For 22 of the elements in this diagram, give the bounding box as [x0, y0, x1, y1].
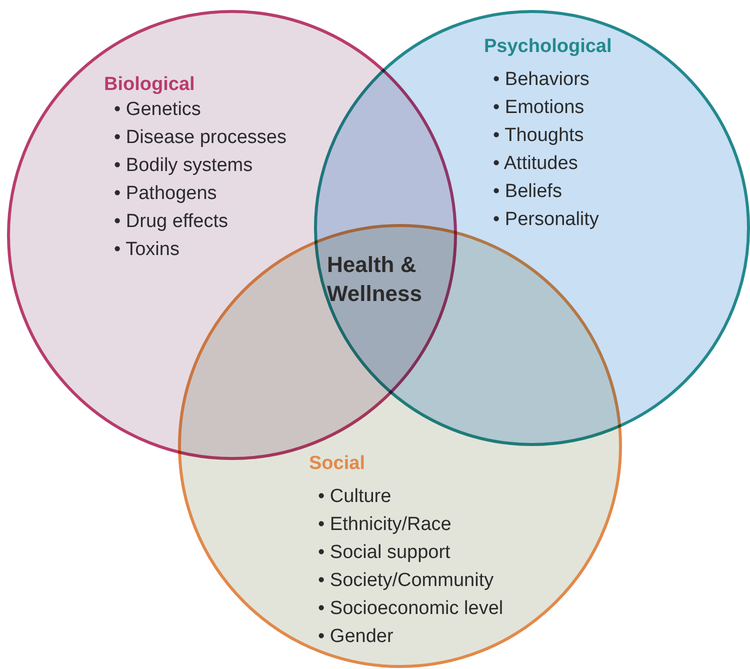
center-label: Health & Wellness	[327, 251, 423, 308]
list-item: • Bodily systems	[114, 154, 254, 178]
list-item: • Culture	[318, 485, 392, 509]
list-item: • Disease processes	[114, 126, 286, 150]
list-item: • Toxins	[114, 238, 180, 262]
list-item: • Thoughts	[493, 124, 585, 148]
list-item: • Emotions	[493, 96, 586, 120]
list-item: • Drug effects	[114, 210, 230, 234]
category-heading: Biological	[104, 74, 195, 96]
list-item: • Ethnicity/Race	[318, 513, 452, 537]
list-item: • Behaviors	[493, 68, 590, 92]
category-heading: Social	[309, 453, 365, 475]
list-item: • Socioeconomic level	[318, 597, 504, 621]
list-item: • Gender	[318, 625, 394, 649]
list-item: • Pathogens	[114, 182, 218, 206]
list-item: • Genetics	[114, 98, 202, 122]
list-item: • Personality	[493, 208, 599, 232]
list-item: • Attitudes	[493, 152, 579, 176]
list-item: • Society/Community	[318, 569, 495, 593]
list-item: • Beliefs	[493, 180, 563, 204]
list-item: • Social support	[318, 541, 452, 565]
category-heading: Psychological	[484, 36, 612, 58]
